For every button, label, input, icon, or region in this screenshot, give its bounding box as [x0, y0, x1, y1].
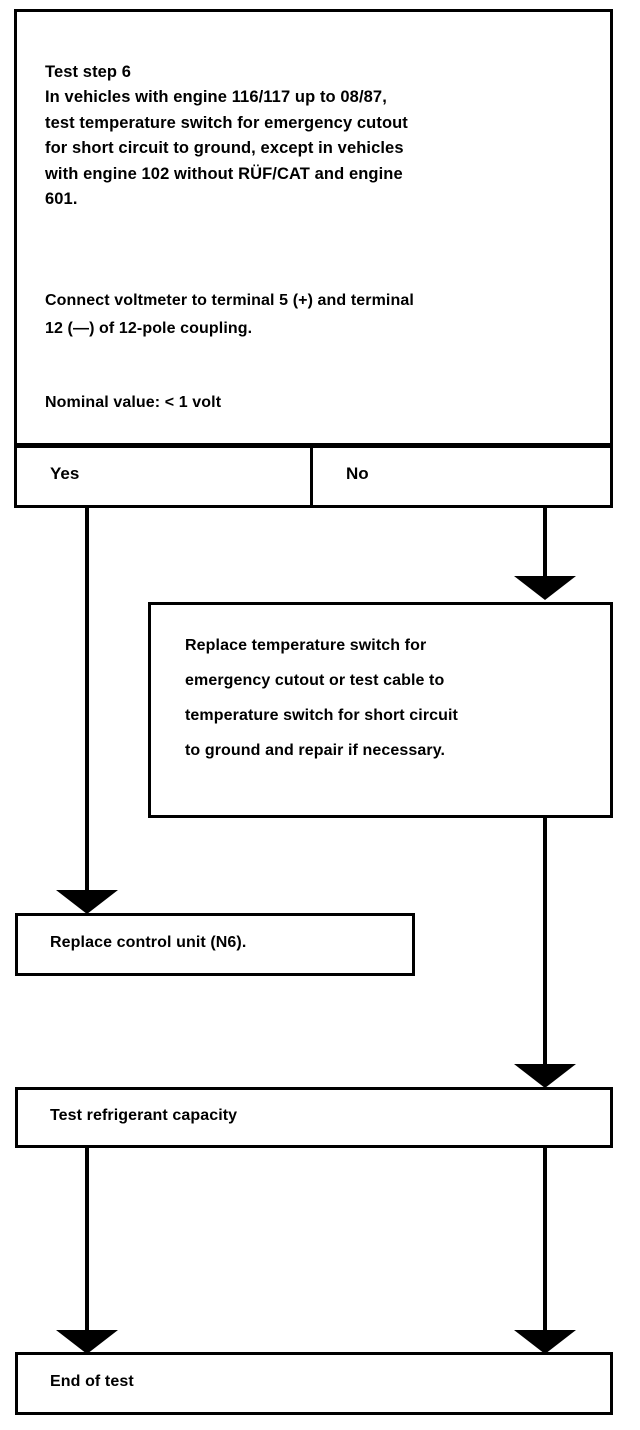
connector-switch-to-refrigerant-line [543, 818, 547, 1068]
connector-refrigerant-to-end-right-line [543, 1148, 547, 1334]
branch-row [14, 445, 613, 508]
branch-divider [310, 445, 313, 508]
test-step-title: Test step 6 [45, 63, 132, 81]
branch-label-yes[interactable]: Yes [50, 464, 80, 483]
connector-refrigerant-to-end-right-arrowhead [514, 1330, 576, 1354]
connector-no-arrowhead [514, 576, 576, 600]
nominal-value-text: Nominal value: < 1 volt [45, 394, 222, 411]
node-end-of-test-label: End of test [50, 1373, 134, 1390]
connector-refrigerant-to-end-left-line [85, 1148, 89, 1334]
question-box [14, 9, 613, 446]
node-replace-control-unit-label: Replace control unit (N6). [50, 934, 247, 951]
test-step-instruction: In vehicles with engine 116/117 up to 08… [45, 88, 408, 208]
node-replace-control-unit [15, 913, 415, 976]
connect-voltmeter-instruction: Connect voltmeter to terminal 5 (+) and … [45, 292, 414, 337]
node-replace-temperature-switch [148, 602, 613, 818]
branch-label-no[interactable]: No [346, 464, 369, 483]
connector-switch-to-refrigerant-arrowhead [514, 1064, 576, 1088]
node-replace-temperature-switch-label: Replace temperature switch for emergency… [185, 637, 458, 759]
connector-yes-arrowhead [56, 890, 118, 914]
connector-no-line [543, 508, 547, 578]
connector-yes-line [85, 508, 89, 893]
node-test-refrigerant-capacity [15, 1087, 613, 1148]
node-test-refrigerant-capacity-label: Test refrigerant capacity [50, 1107, 238, 1124]
connector-refrigerant-to-end-left-arrowhead [56, 1330, 118, 1354]
node-end-of-test [15, 1352, 613, 1415]
